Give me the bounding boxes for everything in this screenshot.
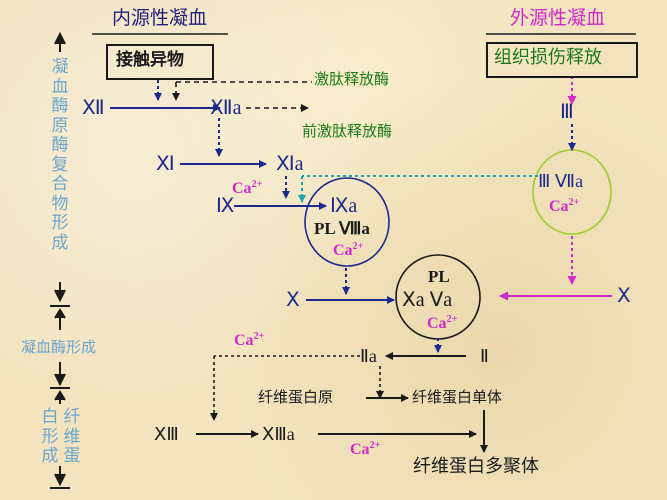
calcium-2-base: Ca (333, 242, 353, 259)
fibrin-monomer-label: 纤维蛋白单体 (412, 388, 503, 406)
fibrinogen-label: 纤维蛋白原 (258, 388, 334, 406)
calcium-4-base: Ca (427, 315, 447, 332)
stage-fibrin-col1-c3: 成 (41, 446, 59, 466)
factor-10a-5a: Ⅹa Ⅴa (402, 289, 453, 311)
factor-13a: ⅩⅢa (262, 424, 295, 444)
calcium-2-charge: 2+ (352, 241, 364, 252)
factor-10-left: Ⅹ (286, 289, 300, 311)
tissue-box (486, 42, 638, 78)
fibrin-polymer-label: 纤维蛋白多聚体 (413, 456, 539, 477)
factor-2a: Ⅱa (360, 346, 377, 366)
stage-prothrombinase-label: 凝血酶原酶复合物形成 (51, 57, 69, 253)
factor-12: Ⅻ (82, 97, 105, 119)
factor-2: Ⅱ (480, 346, 489, 366)
intrinsic-title: 内源性凝血 (112, 7, 208, 29)
factor-9a: Ⅸa (330, 195, 358, 217)
stage-fibrin-col1-c1: 白 (41, 407, 59, 427)
kallikrein-label: 激肽释放酶 (314, 70, 390, 88)
factor-3-7a: Ⅲ Ⅶa (538, 171, 584, 191)
calcium-5-base: Ca (234, 332, 254, 349)
stage-axis (50, 31, 70, 489)
calcium-3: Ca2+ (549, 198, 579, 215)
calcium-1-base: Ca (232, 180, 252, 197)
tissue-label: 组织损伤释放 (494, 47, 602, 68)
factor-13: ⅩⅢ (154, 424, 179, 444)
stage-fibrin-col2-c2: 维 (63, 426, 81, 447)
stage-fibrin-col2-c1: 纤 (63, 407, 81, 427)
tenase-circle (304, 177, 390, 267)
pl-label: PL (428, 267, 450, 286)
contact-box (106, 44, 214, 80)
contact-label: 接触异物 (116, 50, 184, 70)
extrinsic-circle (532, 149, 612, 235)
factor-11a: Ⅺa (276, 153, 304, 175)
factor-12a: Ⅻa (210, 97, 242, 119)
calcium-6: Ca2+ (350, 441, 380, 458)
calcium-6-charge: 2+ (369, 440, 381, 451)
stage-fibrin-col2-c3: 蛋 (63, 446, 81, 466)
factor-10-right: Ⅹ (617, 285, 631, 307)
extrinsic-title: 外源性凝血 (510, 7, 606, 29)
stage-fibrin-col1-c2: 形 (41, 426, 59, 447)
calcium-5: Ca2+ (234, 332, 264, 349)
factor-9: Ⅸ (216, 195, 235, 217)
calcium-4: Ca2+ (427, 315, 457, 332)
prekallikrein-label: 前激肽释放酶 (302, 122, 393, 140)
calcium-2: Ca2+ (333, 242, 363, 259)
calcium-1-charge: 2+ (251, 179, 263, 190)
calcium-5-charge: 2+ (253, 331, 265, 342)
calcium-4-charge: 2+ (446, 314, 458, 325)
calcium-1: Ca2+ (232, 180, 262, 197)
calcium-3-charge: 2+ (568, 197, 580, 208)
factor-11: Ⅺ (156, 153, 175, 175)
stage-thrombin-label: 凝血酶形成 (21, 338, 97, 356)
calcium-6-base: Ca (350, 441, 370, 458)
stage-fibrin-col1: 白形成 (40, 407, 60, 467)
stage-fibrin-col2: 纤维蛋 (62, 407, 82, 467)
calcium-3-base: Ca (549, 198, 569, 215)
pl-8a: PL Ⅷa (314, 219, 370, 238)
factor-3: Ⅲ (560, 101, 574, 123)
